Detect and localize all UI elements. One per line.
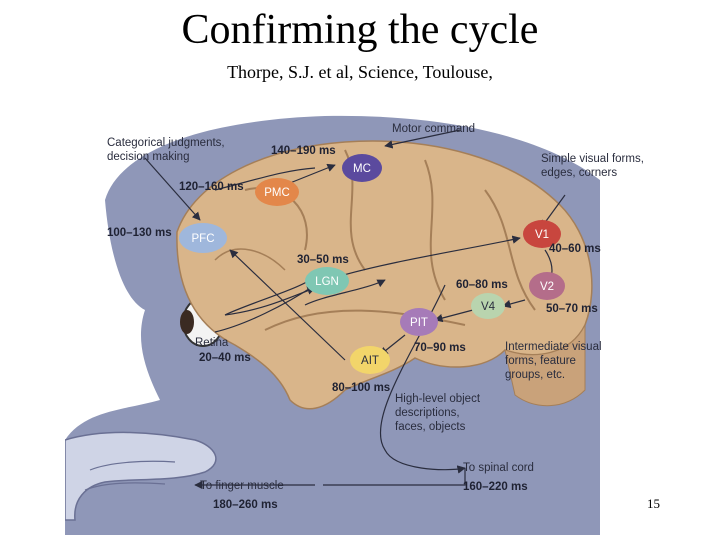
label-intermediate-3: groups, etc.: [505, 369, 565, 381]
label-intermediate-1: Intermediate visual: [505, 341, 602, 353]
timing-ait: 80–100 ms: [332, 382, 390, 394]
timing-mc: 140–190 ms: [271, 145, 336, 157]
label-retina: Retina: [195, 337, 229, 349]
timing-pmc: 120–160 ms: [179, 181, 244, 193]
node-lgn: LGN: [305, 267, 349, 295]
svg-text:LGN: LGN: [315, 276, 339, 288]
label-categorical-1: Categorical judgments,: [107, 137, 225, 149]
node-v1: V1: [523, 220, 561, 248]
svg-text:V4: V4: [481, 301, 496, 313]
svg-text:PMC: PMC: [264, 187, 290, 199]
slide-title: Confirming the cycle: [181, 7, 539, 53]
pathway-arrows: [144, 129, 566, 490]
svg-text:PIT: PIT: [410, 317, 428, 329]
brain-pathway-diagram: MC PMC PFC LGN V1 V2 V4 PIT AIT Categori…: [65, 115, 644, 535]
timing-pit: 70–90 ms: [414, 342, 466, 354]
node-pfc: PFC: [179, 223, 227, 253]
node-pit: PIT: [400, 308, 438, 336]
timing-v2: 50–70 ms: [546, 303, 598, 315]
slide-subtitle: Thorpe, S.J. et al, Science, Toulouse,: [227, 62, 493, 82]
node-ait: AIT: [350, 346, 390, 374]
page-number: 15: [647, 496, 660, 511]
label-highlevel-3: faces, objects: [395, 421, 466, 433]
timing-spinal-cord: 160–220 ms: [463, 481, 528, 493]
label-motor-command: Motor command: [392, 123, 475, 135]
timing-pfc: 100–130 ms: [107, 227, 172, 239]
svg-text:MC: MC: [353, 163, 371, 175]
node-v4: V4: [471, 293, 505, 319]
label-categorical-2: decision making: [107, 151, 189, 163]
node-mc: MC: [342, 154, 382, 182]
label-finger-muscle: To finger muscle: [200, 480, 284, 492]
timing-finger-muscle: 180–260 ms: [213, 499, 278, 511]
node-v2: V2: [529, 272, 565, 300]
timing-lgn: 30–50 ms: [297, 254, 349, 266]
svg-text:V2: V2: [540, 281, 554, 293]
svg-text:V1: V1: [535, 229, 549, 241]
label-simple-1: Simple visual forms,: [541, 153, 644, 165]
label-simple-2: edges, corners: [541, 167, 617, 179]
monkey-hand: [65, 431, 217, 521]
timing-retina: 20–40 ms: [199, 352, 251, 364]
label-highlevel-2: descriptions,: [395, 407, 460, 419]
label-spinal-cord: To spinal cord: [463, 462, 534, 474]
timing-v4: 60–80 ms: [456, 279, 508, 291]
svg-text:AIT: AIT: [361, 355, 379, 367]
node-pmc: PMC: [255, 178, 299, 206]
label-intermediate-2: forms, feature: [505, 355, 576, 367]
label-highlevel-1: High-level object: [395, 393, 481, 405]
timing-v1: 40–60 ms: [549, 243, 601, 255]
svg-text:PFC: PFC: [192, 233, 215, 245]
